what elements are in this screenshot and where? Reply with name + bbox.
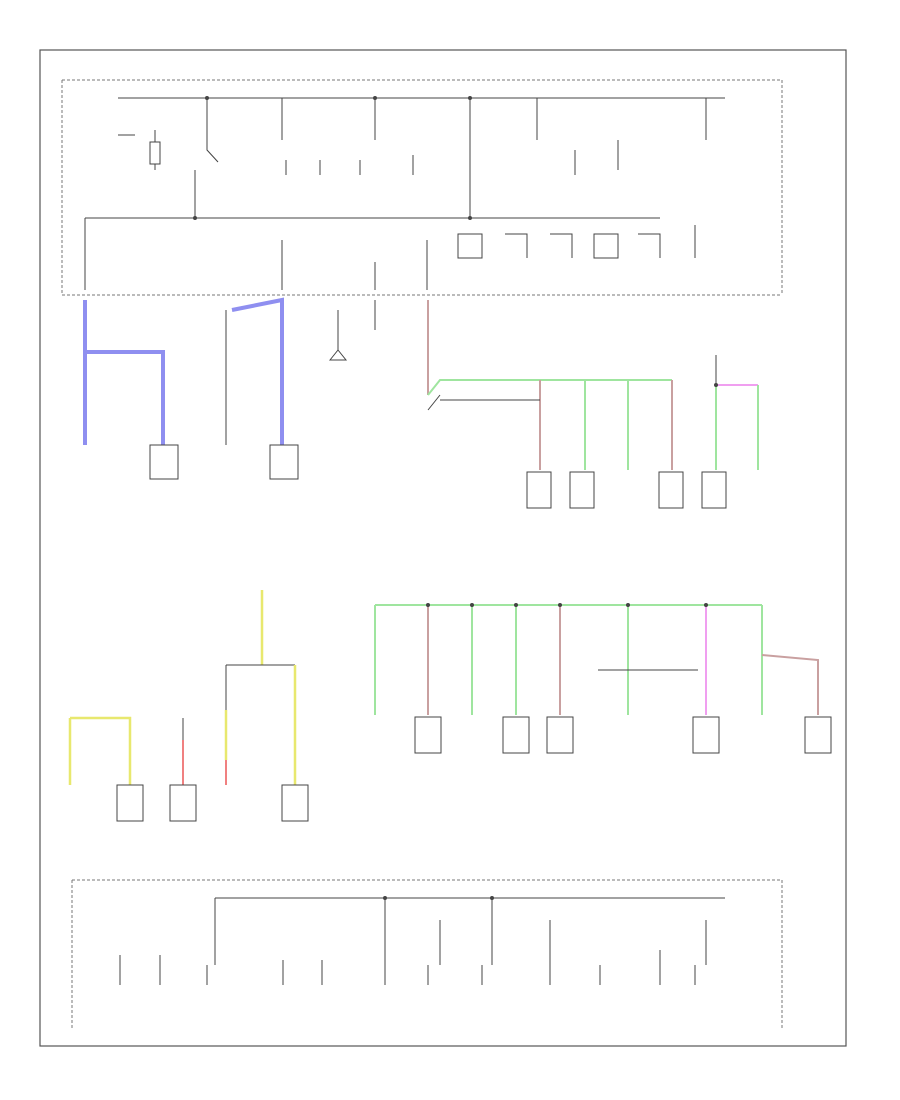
upper-middle-section: [83, 297, 759, 509]
bottom-fuse-panel: [71, 879, 783, 1030]
lower-middle-section: [68, 590, 832, 822]
diagram-frame: [39, 49, 847, 1047]
top-fuse-panel: [61, 79, 783, 296]
relay-box: [149, 141, 161, 165]
